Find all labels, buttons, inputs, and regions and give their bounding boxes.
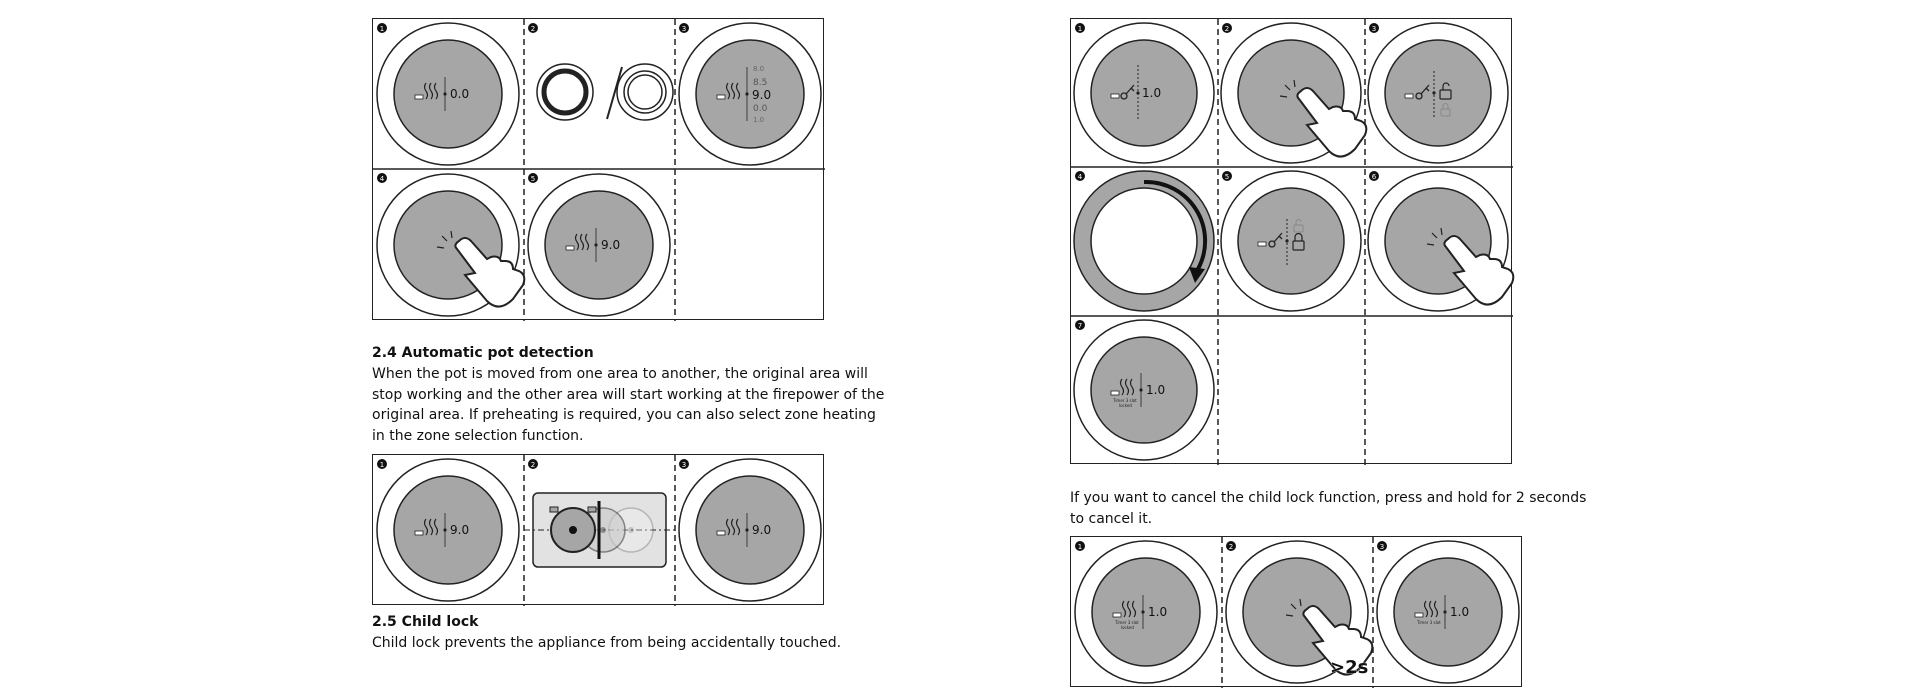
svg-text:2: 2: [531, 25, 535, 33]
svg-text:8.0: 8.0: [753, 65, 764, 73]
step-badge: 3: [679, 459, 689, 469]
key-icon: [1268, 232, 1283, 248]
cooking-zone: [1220, 170, 1362, 312]
svg-text:2: 2: [531, 461, 535, 469]
svg-text:8.5: 8.5: [753, 78, 767, 88]
svg-text:0.0: 0.0: [753, 104, 768, 114]
pot-icon: [549, 506, 597, 553]
ring-icon: [616, 63, 674, 121]
hand-pointer-icon: [1296, 87, 1368, 158]
svg-text:1: 1: [380, 461, 384, 469]
section-2-5-body: Child lock prevents the appliance from b…: [372, 635, 842, 651]
ring-icon: [536, 63, 594, 121]
display-value: 1.0: [1148, 605, 1167, 619]
lock-icon: [1292, 232, 1305, 251]
arrow-icon: [1189, 267, 1205, 283]
svg-text:5: 5: [531, 175, 535, 183]
hand-pointer-icon: [1302, 605, 1374, 676]
svg-text:9.0: 9.0: [752, 88, 771, 102]
step-badge: 2: [528, 23, 538, 33]
svg-text:2: 2: [1225, 25, 1229, 33]
step-badge: 1: [377, 23, 387, 33]
svg-text:6: 6: [1372, 173, 1377, 181]
display-value: 9.0: [601, 238, 620, 252]
svg-text:3: 3: [1372, 25, 1376, 33]
cooking-zone: 9.0: [376, 458, 520, 602]
cooking-zone: 1.0: [1073, 22, 1215, 164]
hand-pointer-icon: [454, 237, 526, 308]
cooking-zone: [1367, 22, 1509, 164]
display-value: 1.0: [1142, 86, 1161, 100]
step-badge: 3: [1369, 23, 1379, 33]
step-badge: 7: [1075, 320, 1085, 330]
svg-text:3: 3: [1380, 543, 1384, 551]
step-badge: 2: [528, 459, 538, 469]
svg-text:3: 3: [682, 25, 686, 33]
svg-text:1: 1: [1078, 25, 1082, 33]
svg-text:4: 4: [1078, 173, 1083, 181]
unlock-icon: [1293, 219, 1304, 233]
display-value: 9.0: [450, 523, 469, 537]
step-badge: 5: [1222, 171, 1232, 181]
step-badge: 2: [1226, 541, 1236, 551]
cooking-zone: Timer 3 slot locked 1.0: [1073, 319, 1215, 461]
cooking-zone: 9.0: [678, 458, 822, 602]
section-2-5-heading: 2.5 Child lock: [372, 614, 479, 630]
lock-icon: [1440, 103, 1451, 117]
step-badge: 5: [528, 173, 538, 183]
svg-text:locked: locked: [1119, 403, 1132, 408]
svg-text:Timer 3 slot: Timer 3 slot: [1112, 398, 1137, 403]
cooking-zone: Timer 3 slot 1.0: [1376, 540, 1520, 684]
unlock-icon: [1439, 82, 1452, 100]
svg-text:Timer 3 slot: Timer 3 slot: [1114, 620, 1139, 625]
step-badge: 1: [1075, 541, 1085, 551]
diagram-child-lock: 1 2 3 4 5 6 7 1.0: [1070, 18, 1515, 465]
svg-text:4: 4: [380, 175, 385, 183]
svg-text:1: 1: [380, 25, 384, 33]
diagram-cancel-lock: 1 2 3 Timer 3 slot locked 1.0 >2s: [1070, 536, 1522, 688]
section-2-4-body: When the pot is moved from one area to a…: [372, 366, 885, 444]
display-value: 0.0: [450, 87, 469, 101]
svg-text:1: 1: [1078, 543, 1082, 551]
step-badge: 4: [1075, 171, 1085, 181]
key-icon: [1415, 84, 1430, 100]
step-badge: 6: [1369, 171, 1379, 181]
hand-pointer-icon: [1443, 235, 1515, 306]
section-2-4-heading: 2.4 Automatic pot detection: [372, 345, 594, 361]
svg-text:3: 3: [682, 461, 686, 469]
hold-duration-label: >2s: [1330, 657, 1368, 678]
slash-divider: [606, 66, 623, 120]
svg-text:5: 5: [1225, 173, 1229, 181]
cooking-zone: 8.0 8.5 9.0 0.0 1.0: [678, 22, 822, 166]
svg-text:2: 2: [1229, 543, 1233, 551]
svg-text:7: 7: [1078, 322, 1082, 330]
diagram-pot-detection: 1 2 3 9.0 9.: [372, 454, 824, 606]
svg-text:Timer 3 slot: Timer 3 slot: [1416, 620, 1441, 625]
svg-text:1.0: 1.0: [753, 116, 764, 124]
cooking-zone: 9.0: [527, 173, 671, 317]
cooking-zone: 0.0: [376, 22, 520, 166]
cancel-instruction: If you want to cancel the child lock fun…: [1070, 490, 1587, 527]
display-value: 1.0: [1146, 383, 1165, 397]
display-value: 1.0: [1450, 605, 1469, 619]
step-badge: 2: [1222, 23, 1232, 33]
step-badge: 1: [377, 459, 387, 469]
step-badge: 4: [377, 173, 387, 183]
diagram-zone-select: 1 2 3 4 5 0.0: [372, 18, 825, 321]
cooking-zone: Timer 3 slot locked 1.0: [1074, 540, 1218, 684]
step-badge: 1: [1075, 23, 1085, 33]
rotation-ring: [1073, 170, 1215, 312]
step-badge: 3: [679, 23, 689, 33]
tap-rays: [1285, 598, 1302, 617]
pot-move-illustration: [524, 492, 675, 568]
step-badge: 3: [1377, 541, 1387, 551]
display-value: 9.0: [752, 523, 771, 537]
key-icon: [1120, 84, 1135, 100]
tap-rays: [436, 230, 453, 249]
svg-text:locked: locked: [1121, 625, 1134, 630]
tap-rays: [1279, 79, 1296, 98]
tap-rays: [1426, 227, 1443, 246]
